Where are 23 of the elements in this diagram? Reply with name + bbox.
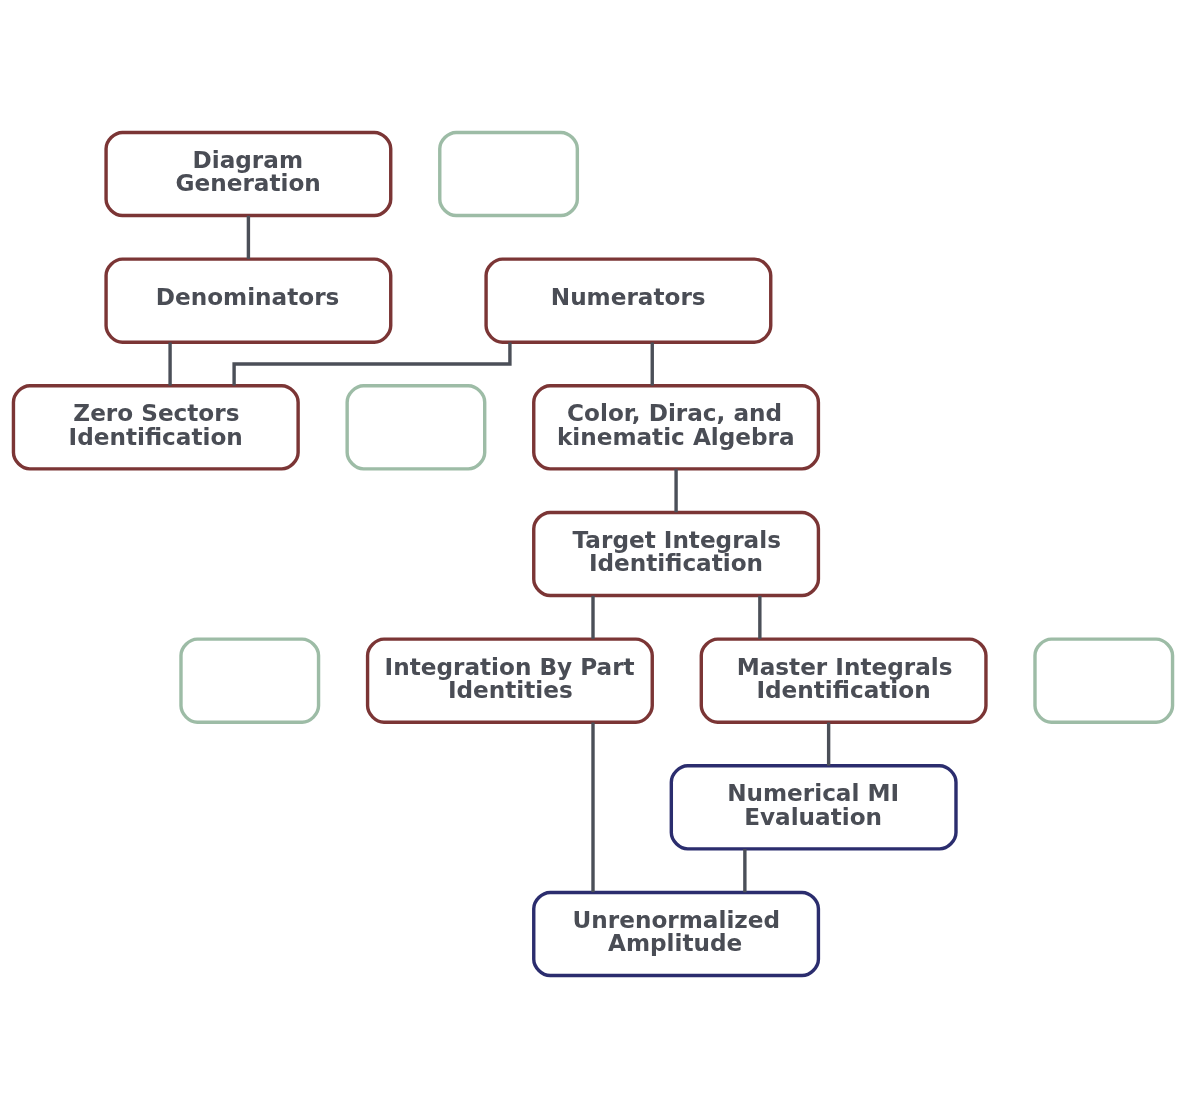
node-box: Zero Sectors Identification bbox=[11, 384, 300, 471]
node-box: Denominators bbox=[104, 257, 393, 344]
node-box bbox=[438, 130, 580, 218]
node-box: Numerical MI Evaluation bbox=[669, 764, 958, 851]
connector bbox=[826, 722, 831, 766]
node-box: Color, Dirac, and kinematic Algebra bbox=[532, 384, 821, 471]
connector bbox=[650, 342, 654, 386]
node-box: Master Integrals Identification bbox=[699, 637, 988, 724]
node-box: Diagram Generation bbox=[104, 130, 393, 218]
connector bbox=[168, 342, 172, 386]
node-box: Numerators bbox=[484, 257, 773, 344]
node-box bbox=[345, 384, 487, 471]
connector bbox=[758, 595, 762, 639]
connector bbox=[743, 849, 747, 893]
node-box: Unrenormalized Amplitude bbox=[532, 890, 821, 978]
node-box: Target Integrals Identification bbox=[532, 510, 821, 598]
connector bbox=[591, 595, 595, 639]
node-box bbox=[1033, 637, 1175, 724]
connector bbox=[591, 722, 595, 893]
connector bbox=[674, 469, 678, 513]
node-box: Integration By Part Identities bbox=[365, 637, 654, 724]
node-box bbox=[179, 637, 321, 724]
connector bbox=[246, 215, 251, 259]
